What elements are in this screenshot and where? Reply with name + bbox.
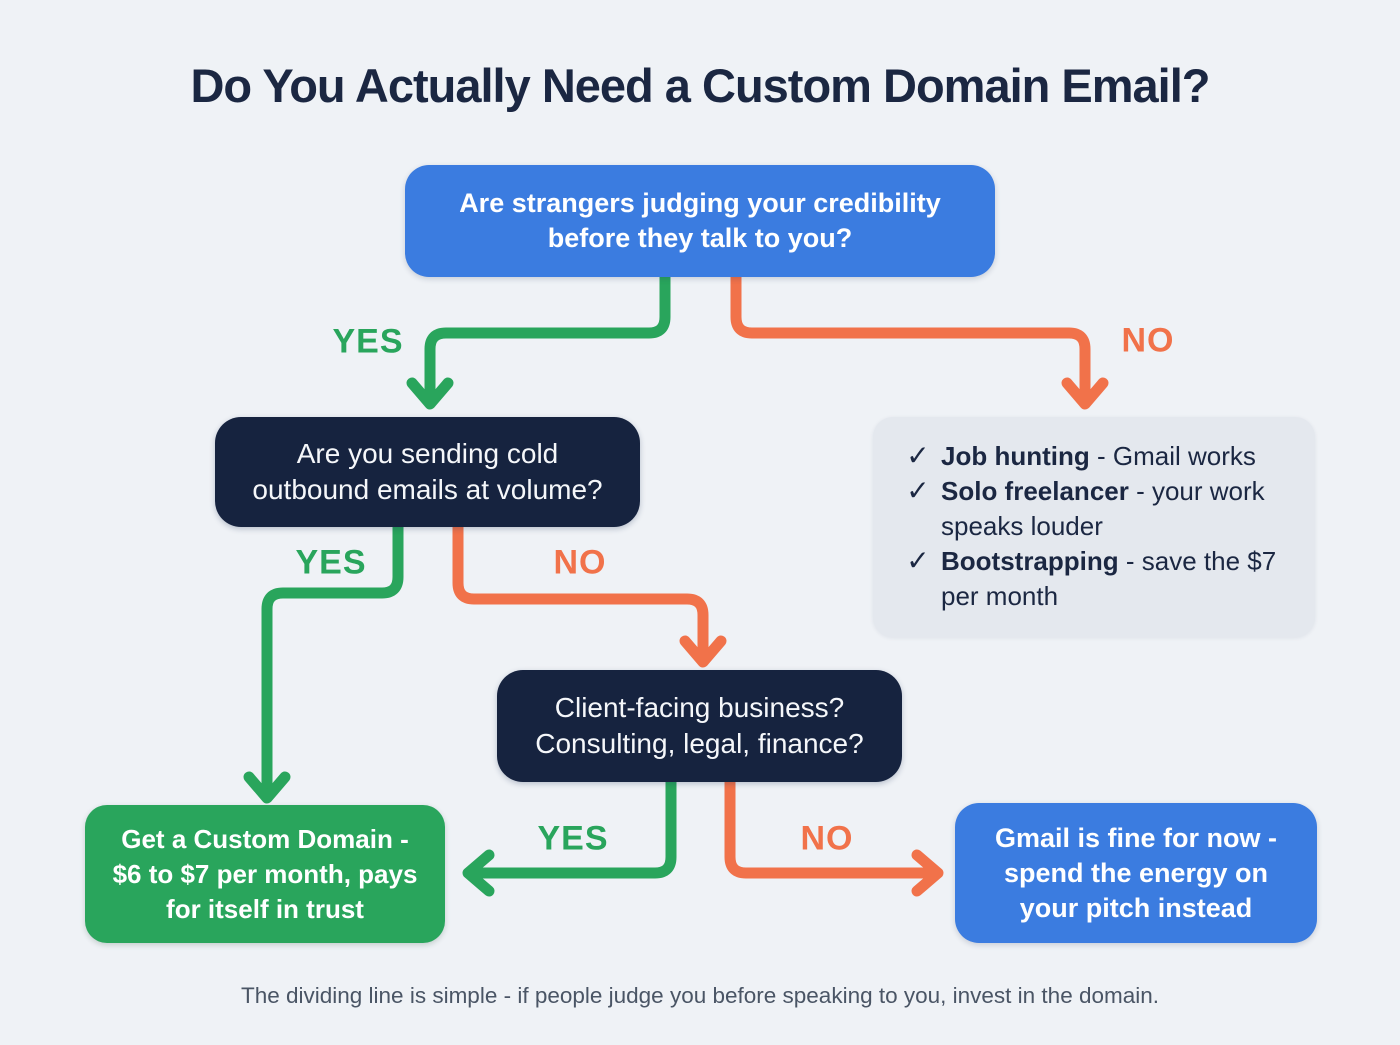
checklist-item-bold: Bootstrapping xyxy=(941,546,1119,576)
checklist-item: ✓ Solo freelancer - your work speaks lou… xyxy=(895,474,1291,544)
branch-label-no-2: NO xyxy=(553,543,607,582)
connector-yes-root xyxy=(424,271,671,398)
node-root-question: Are strangers judging your credibility b… xyxy=(405,165,995,277)
check-icon: ✓ xyxy=(906,475,930,506)
footer-caption: The dividing line is simple - if people … xyxy=(240,983,1160,1008)
check-icon: ✓ xyxy=(906,440,930,471)
connector-no-cold xyxy=(452,521,709,656)
arrowhead-no-client xyxy=(911,849,944,897)
node-outcome-gmail-fine-text: Gmail is fine for now - spend the energy… xyxy=(994,822,1278,923)
node-client-facing-text: Client-facing business? Consulting, lega… xyxy=(535,692,864,759)
check-icon: ✓ xyxy=(906,545,930,576)
checklist-item-rest: - Gmail works xyxy=(1089,441,1256,471)
node-client-facing-question: Client-facing business? Consulting, lega… xyxy=(497,670,902,782)
branch-label-yes-1: YES xyxy=(332,322,404,361)
arrowhead-yes-client xyxy=(462,849,495,897)
checklist-item-rest: - save the $7 per month xyxy=(941,546,1277,611)
arrowhead-no-root xyxy=(1061,377,1109,410)
branch-label-no-1: NO xyxy=(1121,321,1175,360)
page-title: Do You Actually Need a Custom Domain Ema… xyxy=(190,59,1210,112)
arrowhead-no-cold xyxy=(679,635,727,668)
branch-label-yes-3: YES xyxy=(537,819,609,858)
branch-label-no-3: NO xyxy=(800,819,854,858)
node-cold-outbound-text: Are you sending cold outbound emails at … xyxy=(252,438,603,505)
connector-yes-client xyxy=(474,776,677,879)
node-outcome-custom-domain: Get a Custom Domain - $6 to $7 per month… xyxy=(85,805,445,943)
checklist-item: ✓ Job hunting - Gmail works xyxy=(895,439,1291,474)
arrowhead-yes-root xyxy=(406,377,454,410)
checklist-item-bold: Job hunting xyxy=(941,441,1090,471)
node-outcome-gmail-fine: Gmail is fine for now - spend the energy… xyxy=(955,803,1317,943)
node-outcome-custom-domain-text: Get a Custom Domain - $6 to $7 per month… xyxy=(112,823,418,924)
checklist-item: ✓ Bootstrapping - save the $7 per month xyxy=(895,544,1291,614)
arrowhead-yes-cold xyxy=(243,771,291,804)
checklist-item-rest: - your work speaks louder xyxy=(941,476,1265,541)
panel-no-need-checklist: ✓ Job hunting - Gmail works ✓ Solo freel… xyxy=(873,417,1315,637)
connector-no-client xyxy=(724,776,932,879)
branch-label-yes-2: YES xyxy=(295,543,367,582)
connector-yes-cold xyxy=(261,521,404,792)
checklist-item-bold: Solo freelancer xyxy=(941,476,1129,506)
node-cold-outbound-question: Are you sending cold outbound emails at … xyxy=(215,417,640,527)
connector-no-root xyxy=(730,271,1091,398)
node-root-question-text: Are strangers judging your credibility b… xyxy=(459,188,941,253)
